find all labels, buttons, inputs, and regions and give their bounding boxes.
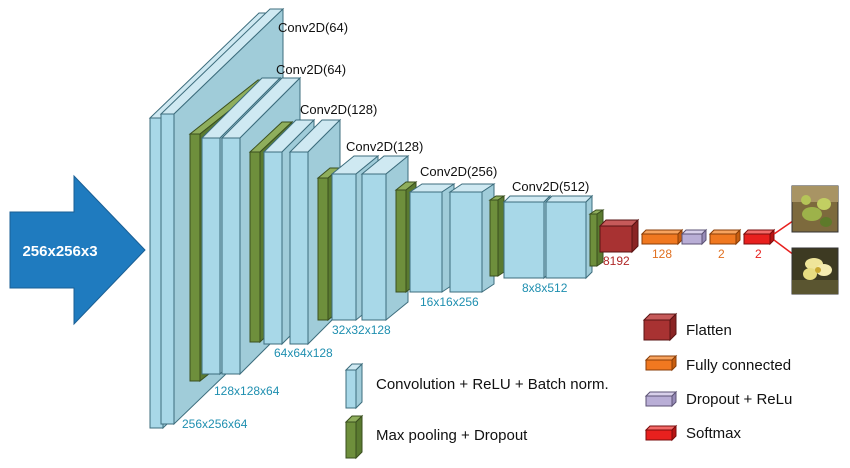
legend-fc-label: Fully connected <box>686 357 791 374</box>
legend-flatten-label: Flatten <box>686 322 732 339</box>
input-arrow: 256x256x3 <box>9 174 146 326</box>
plant-bud-thumbnail-icon <box>791 185 839 233</box>
legend-conv: Convolution + ReLU + Batch norm. <box>344 362 609 410</box>
legend-fc-swatch <box>645 359 673 371</box>
dim-label-4: 32x32x128 <box>332 323 391 337</box>
conv-title-5: Conv2D(256) <box>420 164 497 179</box>
conv-title-3: Conv2D(128) <box>300 102 377 117</box>
dim-label-3: 64x64x128 <box>274 346 333 360</box>
output-fc-block <box>708 228 742 246</box>
legend-conv-swatch <box>345 369 357 409</box>
conv-block-5 <box>394 180 496 294</box>
legend-softmax: Softmax <box>644 424 742 442</box>
conv-title-4: Conv2D(128) <box>346 139 423 154</box>
legend-flatten: Flatten <box>642 312 732 342</box>
legend-dropout-label: Dropout + ReLu <box>686 391 792 408</box>
legend-conv-label: Convolution + ReLU + Batch norm. <box>376 376 609 393</box>
conv-block-6 <box>488 194 605 280</box>
fully-connected-block <box>640 228 684 246</box>
conv-block-4 <box>316 154 410 322</box>
fc-size-label: 128 <box>652 247 672 261</box>
yellow-flower-thumbnail-icon <box>791 247 839 295</box>
fc-output-size-label: 2 <box>718 247 725 261</box>
conv-title-2: Conv2D(64) <box>276 62 346 77</box>
dropout-block <box>680 228 708 246</box>
legend-dropout-swatch <box>645 395 673 407</box>
legend-flatten-swatch <box>643 319 671 341</box>
conv-title-1: Conv2D(64) <box>278 20 348 35</box>
legend-pool-label: Max pooling + Dropout <box>376 427 528 444</box>
legend-fc: Fully connected <box>644 354 791 374</box>
legend-pool-swatch <box>345 421 357 459</box>
input-label: 256x256x3 <box>22 243 97 260</box>
legend-softmax-label: Softmax <box>686 425 742 442</box>
flatten-block <box>598 218 640 254</box>
legend-dropout: Dropout + ReLu <box>644 390 792 408</box>
softmax-block <box>742 228 776 246</box>
softmax-size-label: 2 <box>755 247 762 261</box>
conv-title-6: Conv2D(512) <box>512 179 589 194</box>
dim-label-6: 8x8x512 <box>522 281 568 295</box>
legend-pool: Max pooling + Dropout <box>344 414 528 460</box>
legend-softmax-swatch <box>645 429 673 441</box>
dim-label-5: 16x16x256 <box>420 295 479 309</box>
flatten-size-label: 8192 <box>603 254 630 268</box>
dim-label-2: 128x128x64 <box>214 384 280 398</box>
dim-label-1: 256x256x64 <box>182 417 248 431</box>
